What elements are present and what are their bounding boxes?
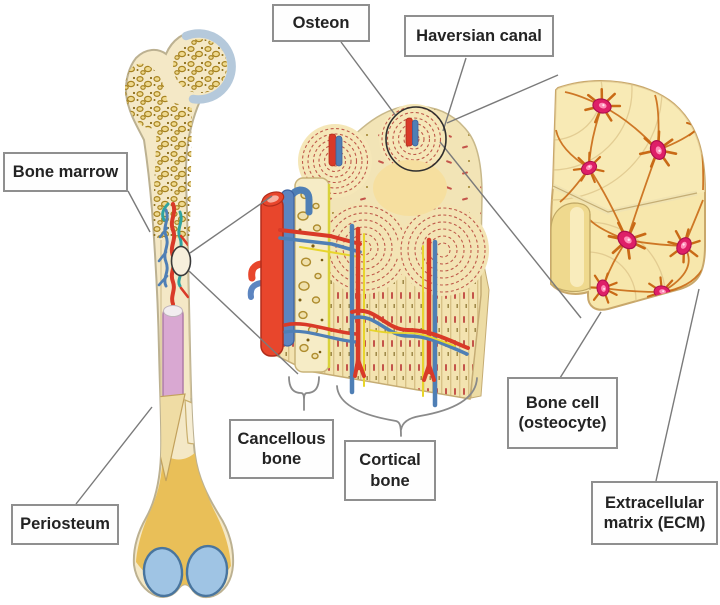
connector-ecm [655, 288, 700, 482]
nutrient-vessels [247, 186, 313, 357]
connector-bone-marrow [127, 190, 151, 233]
braces [288, 376, 478, 437]
connector-osteon [340, 41, 397, 117]
label-haversian-canal: Haversian canal [404, 15, 554, 57]
face-edge [552, 185, 698, 213]
label-periosteum: Periosteum [11, 504, 119, 545]
zoom-circle-femur [170, 245, 192, 277]
label-extracellular-matrix: Extracellular matrix (ECM) [591, 481, 718, 545]
label-osteon: Osteon [272, 4, 370, 42]
connector-zoom-top [446, 74, 559, 124]
condyle-cartilage-right [185, 544, 229, 598]
volkmann-canal-vessels [278, 223, 470, 408]
canaliculi-network [555, 91, 705, 293]
osteocyte-matrix-illustration [550, 80, 706, 311]
connector-zoom-bottom [439, 141, 582, 319]
matrix-top-face [553, 81, 705, 212]
haversian-vessels [328, 117, 419, 167]
connector-lines [75, 41, 700, 505]
zoom-circle-osteon [385, 106, 447, 172]
label-bone-cell: Bone cell (osteocyte) [507, 377, 618, 449]
forming-osteon-area [373, 160, 447, 216]
haversian-canal-groove [551, 202, 591, 293]
connector-periosteum [75, 406, 153, 505]
cortical-bone-block-illustration [247, 104, 490, 408]
label-cancellous-bone: Cancellous bone [229, 419, 334, 479]
label-bone-marrow: Bone marrow [3, 152, 128, 192]
bone-marrow-rod-cap [163, 305, 183, 317]
cut-cortex-band [184, 399, 214, 445]
connector-femur-zoom-top [189, 195, 273, 254]
connector-femur-zoom-bottom [188, 270, 299, 375]
label-cortical-bone: Cortical bone [344, 440, 436, 501]
connector-bone-cell [559, 311, 602, 379]
brace-cancellous [288, 376, 320, 411]
connector-haversian-canal [442, 57, 467, 132]
brace-cortical [336, 377, 478, 437]
femur-head-cartilage [181, 29, 236, 104]
condyle-cartilage-left [142, 546, 184, 598]
femur-illustration [118, 29, 236, 599]
artery [260, 195, 284, 357]
